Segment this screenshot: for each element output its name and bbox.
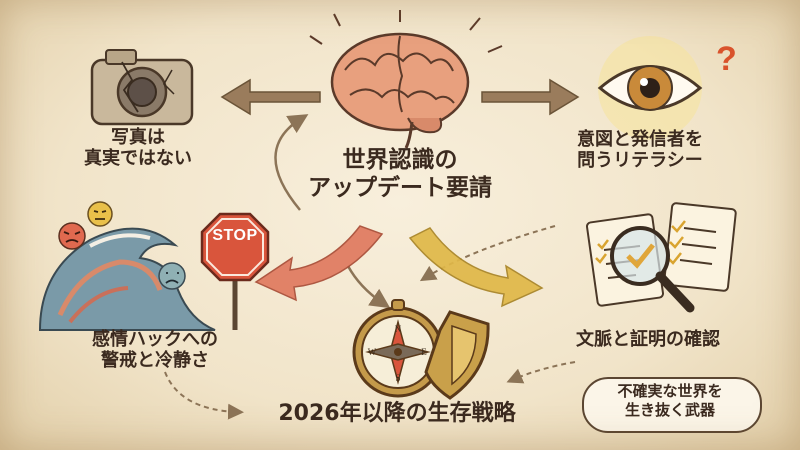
strategy-node-label: 2026年以降の生存戦略 xyxy=(222,401,572,426)
context-node-label: 文脈と証明の確認 xyxy=(548,329,748,351)
photo-label-line-1: 写真は xyxy=(111,127,165,148)
strategy-label-line-1: 2026年以降の生存戦略 xyxy=(278,401,516,426)
shield-icon xyxy=(424,310,490,400)
emotion-label-line-2: 警戒と冷静さ xyxy=(101,349,209,371)
eye-label-line-2: 問うリテラシー xyxy=(577,149,703,171)
eye-label-line-1: 意図と発信者を xyxy=(577,129,703,150)
arrow-to-context xyxy=(408,227,544,308)
speech-bubble-text: 不確実な世界を 生き抜く武器 xyxy=(582,382,758,420)
page-title: 世界認識の アップデート要請 xyxy=(300,146,500,202)
photo-node-label: 写真は 真実ではない xyxy=(58,127,218,169)
annoyed-face-icon xyxy=(87,201,113,227)
context-label-line-1: 文脈と証明の確認 xyxy=(576,329,720,350)
eye-question-icon: ? xyxy=(597,36,737,140)
arrow-to-photo xyxy=(220,78,321,116)
broken-camera-icon xyxy=(90,49,194,126)
svg-text:N: N xyxy=(395,324,402,334)
svg-text:S: S xyxy=(395,373,400,383)
svg-text:E: E xyxy=(421,347,427,357)
eye-node-label: 意図と発信者を 問うリテラシー xyxy=(540,129,740,171)
title-line-2: アップデート要請 xyxy=(308,175,492,202)
stop-sign-text: STOP xyxy=(212,227,258,244)
speech-bubble xyxy=(582,377,762,433)
documents-magnifier-icon xyxy=(585,202,737,313)
emotion-label-line-1: 感情ハックへの xyxy=(92,329,218,350)
bubble-line-2: 生き抜く武器 xyxy=(624,400,715,419)
emotion-node-label: 感情ハックへの 警戒と冷静さ xyxy=(60,329,250,371)
title-line-1: 世界認識の xyxy=(342,147,458,173)
wave-icon xyxy=(38,227,216,331)
compass-icon: N S W E xyxy=(352,299,444,398)
angry-face-icon xyxy=(58,222,86,250)
arrow-to-emotion xyxy=(254,225,384,302)
sad-face-icon xyxy=(158,262,186,290)
photo-label-line-2: 真実ではない xyxy=(84,147,192,169)
svg-text:W: W xyxy=(368,347,377,357)
stop-sign-icon xyxy=(200,212,270,330)
bubble-line-1: 不確実な世界を xyxy=(617,382,723,400)
brain-icon xyxy=(309,10,503,149)
arrow-to-eye xyxy=(481,78,580,116)
svg-text:?: ? xyxy=(716,40,737,78)
